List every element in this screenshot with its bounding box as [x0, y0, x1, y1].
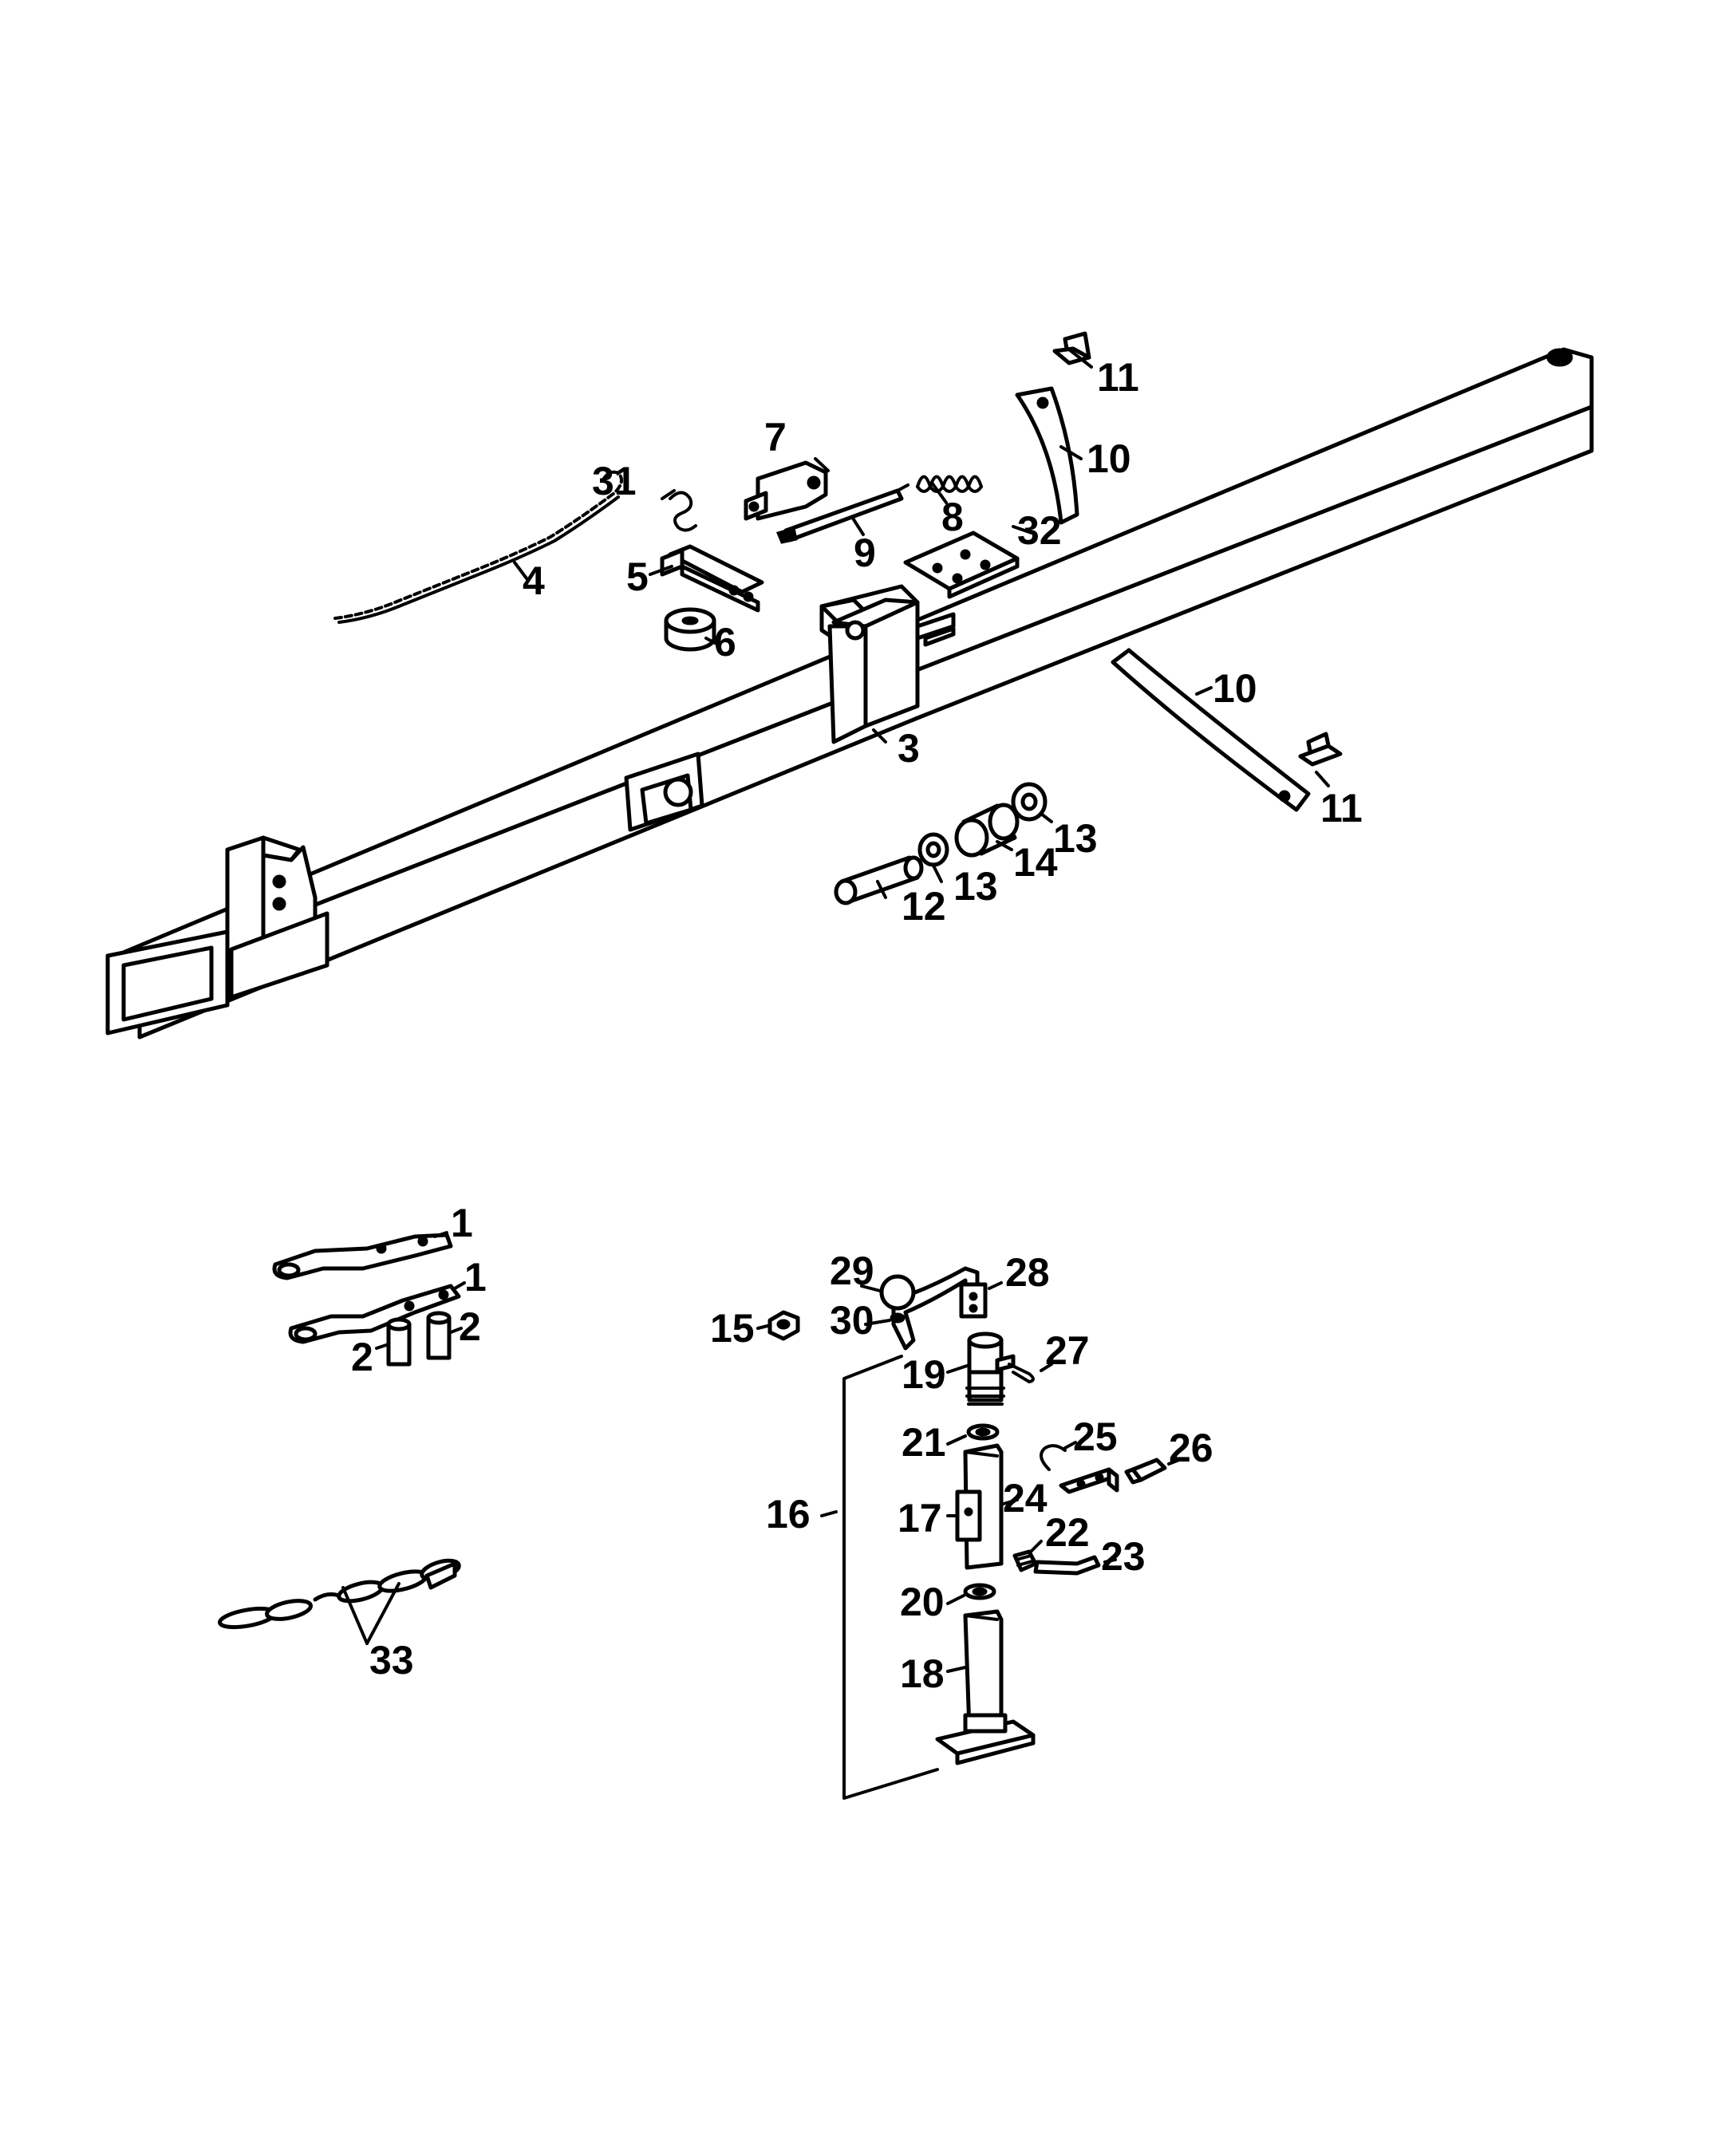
part-32-plate: [903, 531, 1020, 599]
part-10-spring-upper: [1015, 386, 1079, 525]
callout-10-upper: 10: [1087, 436, 1131, 481]
part-18-foot-leg: [935, 1609, 1036, 1765]
part-7-bracket: [744, 460, 828, 521]
callout-26: 26: [1169, 1426, 1213, 1470]
hitch-bracket: [225, 835, 329, 1000]
callout-14: 14: [1013, 840, 1058, 885]
part-31-s-hook: [669, 491, 697, 532]
callout-27: 27: [1045, 1328, 1090, 1373]
callout-7: 7: [764, 415, 787, 460]
callout-2-right: 2: [459, 1304, 481, 1349]
callout-23: 23: [1101, 1534, 1146, 1579]
part-2-pin-a: [386, 1317, 412, 1367]
part-2-pin-b: [426, 1311, 452, 1360]
callout-19: 19: [902, 1352, 946, 1397]
callout-13-right: 13: [1053, 816, 1098, 861]
part-24-bracket: [1059, 1467, 1119, 1494]
callout-21: 21: [902, 1420, 946, 1465]
callout-20: 20: [900, 1580, 945, 1624]
callout-1-lower: 1: [464, 1255, 487, 1300]
callout-33: 33: [369, 1638, 414, 1683]
beam-mount-pad: [624, 752, 704, 832]
part-11-clip-upper: [1052, 331, 1091, 365]
part-16-group-bracket: [842, 1355, 939, 1800]
part-10-spring-lower: [1111, 648, 1311, 812]
callout-11-upper: 11: [1097, 355, 1139, 400]
part-27-cotter-pin: [1008, 1363, 1035, 1383]
callout-24: 24: [1003, 1476, 1048, 1521]
part-14-sleeve: [954, 803, 1020, 858]
part-11-clip-lower: [1298, 732, 1343, 767]
callout-32: 32: [1017, 508, 1062, 553]
part-30-washer: [890, 1312, 905, 1324]
callout-31: 31: [592, 459, 637, 503]
part-6-bushing: [664, 607, 716, 652]
part-1-link-upper: [272, 1233, 453, 1280]
part-26-grip: [1124, 1458, 1167, 1485]
callout-28: 28: [1005, 1250, 1050, 1295]
part-5-hinge: [660, 544, 764, 613]
callout-22: 22: [1045, 1510, 1090, 1555]
part-21-washer: [966, 1423, 1000, 1441]
callout-25: 25: [1073, 1414, 1118, 1459]
callout-15: 15: [710, 1306, 755, 1351]
part-28-crank-handle: [891, 1266, 988, 1351]
part-3-clamp-bracket: [819, 584, 956, 744]
part-9-pin: [775, 483, 909, 544]
part-17-outer-tube: [955, 1443, 1004, 1570]
callout-18: 18: [900, 1651, 945, 1696]
callout-8: 8: [941, 495, 964, 539]
part-12-pin: [834, 855, 924, 905]
part-29-knob: [879, 1274, 916, 1311]
callout-4: 4: [523, 558, 545, 603]
leader-lines: [341, 348, 1330, 1673]
callout-17: 17: [898, 1496, 942, 1541]
callout-1-upper: 1: [451, 1201, 473, 1245]
part-23-crank: [1033, 1555, 1101, 1576]
part-13-washer-b: [1011, 782, 1048, 822]
part-22-bolt: [1012, 1549, 1038, 1572]
callout-3: 3: [898, 726, 920, 771]
callout-13-left: 13: [953, 864, 998, 909]
part-15-nut: [767, 1310, 800, 1341]
part-4-chain: [333, 470, 623, 624]
part-20-washer: [963, 1583, 996, 1600]
part-13-washer-a: [917, 832, 949, 867]
callout-29: 29: [830, 1249, 874, 1293]
callout-30: 30: [830, 1298, 874, 1343]
part-33-safety-chain: [217, 1558, 461, 1630]
part-19-gear: [965, 1331, 1016, 1406]
part-8-spring: [916, 475, 983, 493]
callout-2-left: 2: [351, 1335, 373, 1379]
callout-12: 12: [902, 884, 946, 929]
part-1-link-lower: [288, 1284, 461, 1344]
callout-11-lower: 11: [1320, 786, 1363, 830]
callout-5: 5: [626, 554, 649, 599]
callout-9: 9: [854, 531, 876, 575]
callout-labels: 11 10 7 8 9 32 31 4 5 6 3 10 11 12 13 14…: [351, 355, 1363, 1696]
part-25-u-bolt: [1040, 1444, 1067, 1471]
callout-6: 6: [714, 620, 736, 665]
callout-10-lower: 10: [1213, 666, 1257, 711]
callout-16: 16: [766, 1492, 811, 1537]
